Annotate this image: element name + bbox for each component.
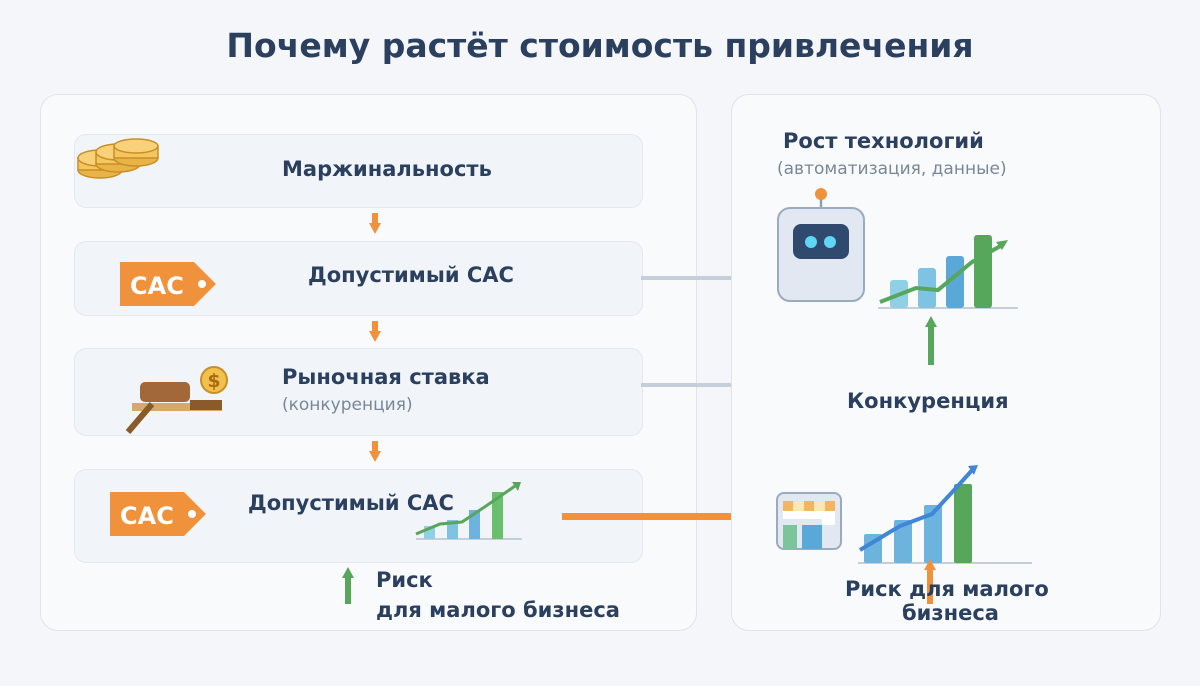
risk-right-line1: Риск для малого xyxy=(845,577,1049,601)
coins-icon xyxy=(77,138,159,179)
connector-arrow-orange xyxy=(562,513,788,520)
down-arrow xyxy=(369,441,381,462)
robot-icon xyxy=(777,188,865,302)
price-tag-icon: CAC xyxy=(120,262,216,306)
page-title: Почему растёт стоимость привлечения xyxy=(226,26,974,65)
growth-chart-icon xyxy=(878,235,1018,309)
allowed-cac-label: Допустимый CAC xyxy=(308,263,514,287)
growth-chart-icon xyxy=(858,465,1032,564)
growth-chart-icon xyxy=(415,482,522,540)
competition-label: Конкуренция xyxy=(847,389,1009,413)
up-arrow xyxy=(924,559,936,604)
price-tag-icon: CAC xyxy=(110,492,206,536)
cac-tag-label: CAC xyxy=(130,272,184,300)
risk-left-line2: для малого бизнеса xyxy=(376,598,620,622)
down-arrow xyxy=(369,213,381,234)
gavel-coin-icon: $ xyxy=(125,366,228,434)
risk-left-line1: Риск xyxy=(376,568,433,592)
margin-box xyxy=(74,134,643,208)
up-arrow xyxy=(925,316,937,365)
svg-text:$: $ xyxy=(207,370,220,392)
allowed-cac-box-2 xyxy=(74,469,643,563)
risk-right-line2: бизнеса xyxy=(902,601,999,625)
tech-sub: (автоматизация, данные) xyxy=(777,159,1007,179)
market-rate-label: Рыночная ставка xyxy=(282,365,490,389)
up-arrow xyxy=(342,567,354,604)
down-arrow xyxy=(369,321,381,342)
market-rate-sub: (конкуренция) xyxy=(282,395,413,415)
margin-label: Маржинальность xyxy=(282,157,492,181)
allowed-cac-label-2: Допустимый CAC xyxy=(248,491,454,515)
cac-tag-label-2: CAC xyxy=(120,502,174,530)
storefront-icon xyxy=(776,492,842,550)
tech-label: Рост технологий xyxy=(783,129,984,153)
